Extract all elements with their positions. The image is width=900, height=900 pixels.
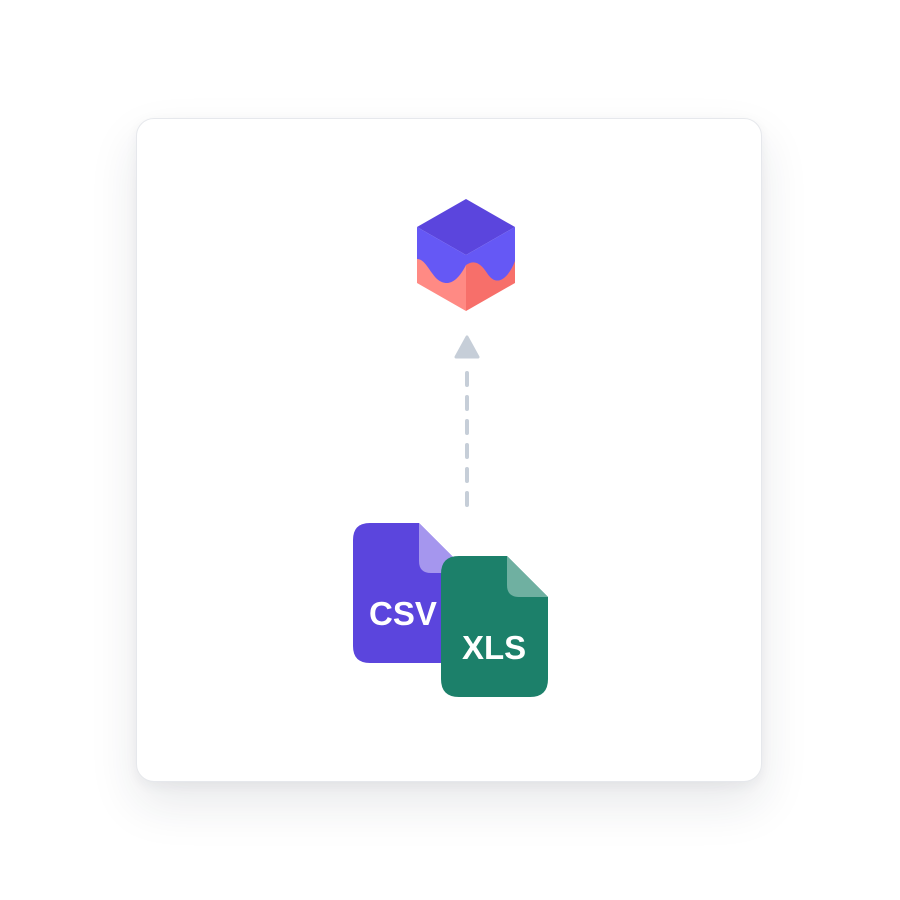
cube-logo-icon bbox=[417, 199, 515, 311]
diagram-svg: CSV XLS bbox=[353, 199, 548, 697]
xls-file-icon: XLS bbox=[441, 556, 548, 697]
xls-label: XLS bbox=[462, 629, 526, 666]
diagram-card: CSV XLS bbox=[136, 118, 762, 782]
csv-label: CSV bbox=[369, 595, 437, 632]
csv-file-icon: CSV bbox=[353, 523, 469, 663]
dashed-up-arrow-icon bbox=[454, 335, 480, 507]
